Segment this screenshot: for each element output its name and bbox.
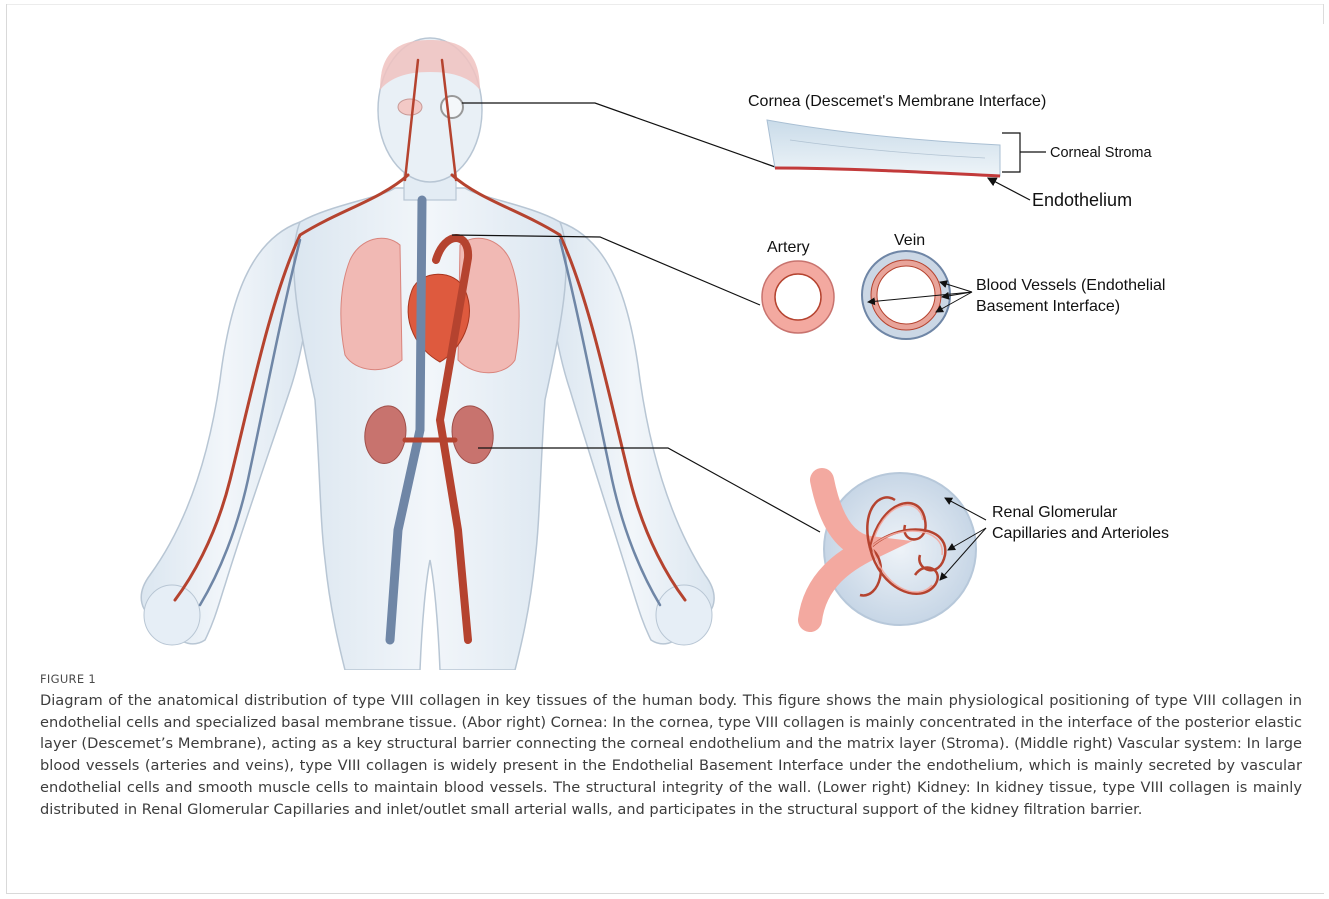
blood-vessels-label-line2: Basement Interface) — [976, 298, 1120, 315]
glomerulus-inset — [810, 473, 986, 625]
right-hand — [144, 585, 200, 645]
figure-caption: FIGURE 1 Diagram of the anatomical distr… — [40, 672, 1302, 820]
figure-label: FIGURE 1 — [40, 672, 1302, 686]
left-hand — [656, 585, 712, 645]
artery-lumen — [775, 274, 821, 320]
stroma-bracket — [1002, 133, 1020, 172]
cornea-inset — [767, 120, 1046, 200]
human-body — [141, 38, 714, 670]
caption-text: Diagram of the anatomical distribution o… — [40, 690, 1302, 820]
torso — [294, 188, 566, 670]
renal-label-line2: Capillaries and Arterioles — [992, 525, 1169, 542]
right-arm — [141, 222, 310, 644]
left-arm — [550, 222, 714, 644]
vein-label: Vein — [894, 232, 925, 249]
endothelium-arrow — [988, 178, 1030, 200]
cornea-leader — [462, 103, 778, 168]
vein-lumen — [877, 266, 935, 324]
left-eye-highlight — [441, 96, 463, 118]
renal-label-line1: Renal Glomerular — [992, 504, 1118, 521]
blood-vessels-label-line1: Blood Vessels (Endothelial — [976, 277, 1165, 294]
vessel-inset — [762, 251, 972, 339]
artery-label: Artery — [767, 239, 810, 256]
cornea-title: Cornea (Descemet's Membrane Interface) — [748, 93, 1046, 110]
corneal-stroma-label: Corneal Stroma — [1050, 145, 1152, 161]
right-eye — [398, 99, 422, 115]
endothelium-label: Endothelium — [1032, 190, 1132, 210]
anatomy-figure: Cornea (Descemet's Membrane Interface) C… — [0, 0, 1329, 670]
